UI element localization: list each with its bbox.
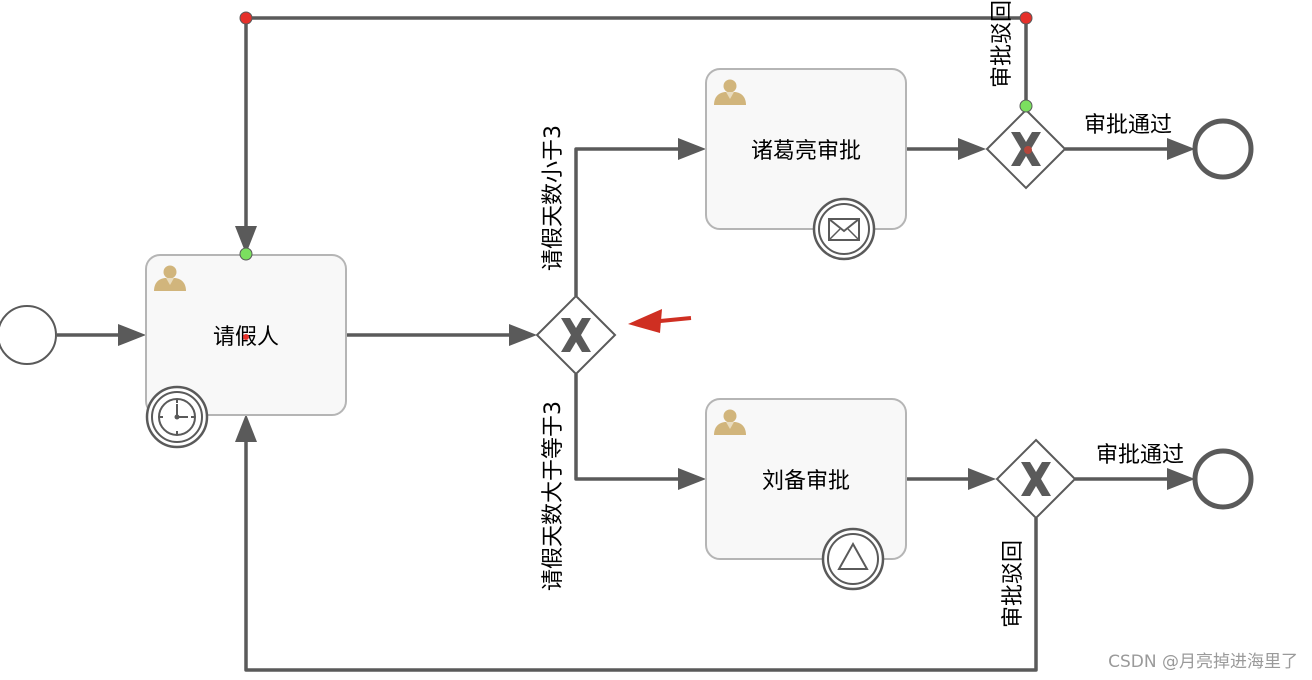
arrowhead — [235, 226, 257, 254]
flow-label-approved-top: 审批通过 — [1084, 113, 1172, 138]
task-zhuge-approval[interactable]: 诸葛亮审批 — [705, 68, 907, 261]
flow-less-than-3[interactable] — [574, 147, 680, 296]
waypoint-handle-green[interactable] — [1019, 99, 1033, 113]
flow-label-rejected-top: 审批驳回 — [990, 0, 1015, 88]
flow-rejected-bottom[interactable] — [244, 442, 1038, 672]
exclusive-gateway-x-icon — [561, 318, 591, 352]
flow-label-rejected-bottom: 审批驳回 — [1001, 540, 1026, 628]
arrowhead — [235, 414, 257, 442]
timer-event-icon[interactable] — [145, 385, 209, 449]
arrowhead — [678, 468, 706, 490]
selection-marker — [243, 334, 249, 340]
waypoint-handle-red[interactable] — [239, 11, 253, 25]
task-label: 诸葛亮审批 — [751, 139, 861, 164]
arrowhead — [678, 138, 706, 160]
arrowheads — [118, 138, 1195, 490]
arrowhead — [118, 324, 146, 346]
start-event[interactable] — [0, 305, 57, 365]
exclusive-gateway-liubei[interactable] — [995, 438, 1077, 520]
arrowhead — [1167, 468, 1195, 490]
watermark: CSDN @月亮掉进海里了 — [1108, 652, 1298, 672]
waypoint-handle-red[interactable] — [1019, 11, 1033, 25]
arrowhead — [1167, 138, 1195, 160]
arrowhead — [958, 138, 986, 160]
arrowhead — [509, 324, 537, 346]
red-pointer-arrow-icon — [628, 309, 692, 333]
flow-label-gte-3: 请假天数大于等于3 — [541, 401, 566, 591]
flow-label-less-than-3: 请假天数小于3 — [541, 125, 566, 271]
message-event-icon[interactable] — [812, 197, 876, 261]
end-event-top[interactable] — [1192, 118, 1254, 180]
waypoint-handle-green[interactable] — [239, 247, 253, 261]
arrowhead — [968, 468, 996, 490]
task-liubei-approval[interactable]: 刘备审批 — [705, 398, 907, 591]
exclusive-gateway-zhuge[interactable] — [985, 108, 1067, 190]
end-event-bottom[interactable] — [1192, 448, 1254, 510]
task-label: 刘备审批 — [762, 469, 850, 494]
exclusive-gateway-days[interactable] — [535, 294, 617, 376]
flow-gte-3[interactable] — [574, 374, 680, 481]
flow-label-approved-bottom: 审批通过 — [1096, 443, 1184, 468]
exclusive-gateway-x-icon — [1021, 462, 1051, 496]
flow-rejected-top[interactable] — [244, 16, 1028, 228]
signal-event-icon[interactable] — [821, 527, 885, 591]
